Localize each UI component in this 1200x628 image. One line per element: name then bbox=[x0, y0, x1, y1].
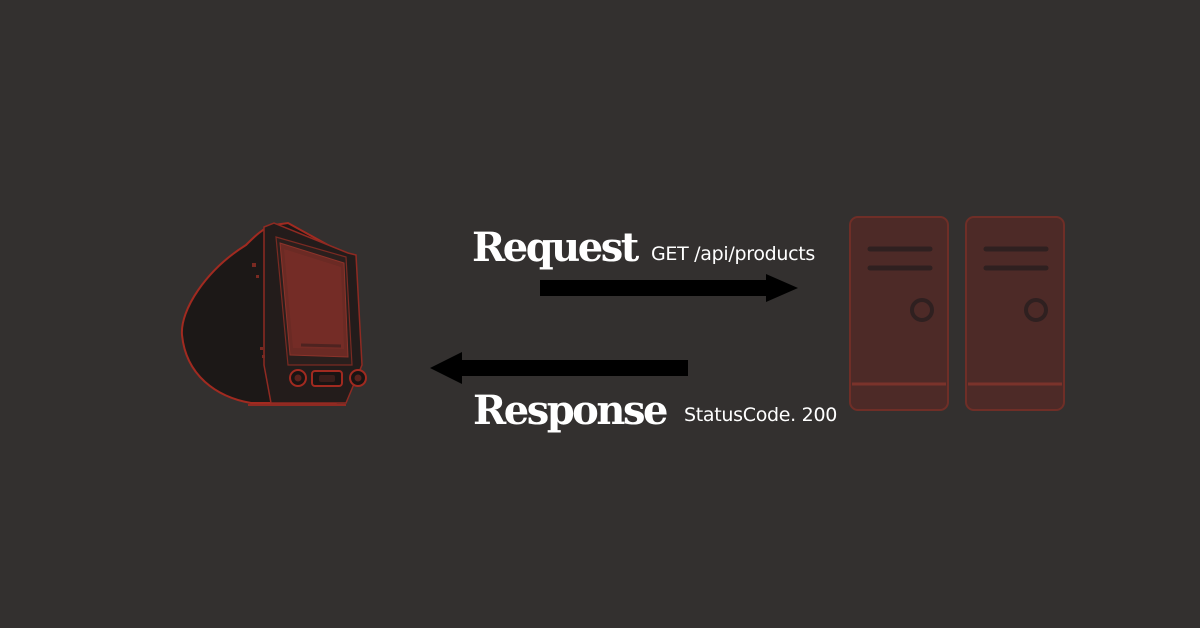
response-label: Response bbox=[473, 387, 668, 434]
computer-icon bbox=[180, 221, 367, 406]
request-label: Request bbox=[472, 224, 639, 271]
server-icon bbox=[849, 216, 1065, 411]
response-detail: StatusCode. 200 bbox=[684, 404, 838, 426]
arrow-right-icon bbox=[540, 274, 798, 302]
request-detail: GET /api/products bbox=[651, 243, 816, 265]
arrow-left-icon bbox=[430, 352, 688, 384]
